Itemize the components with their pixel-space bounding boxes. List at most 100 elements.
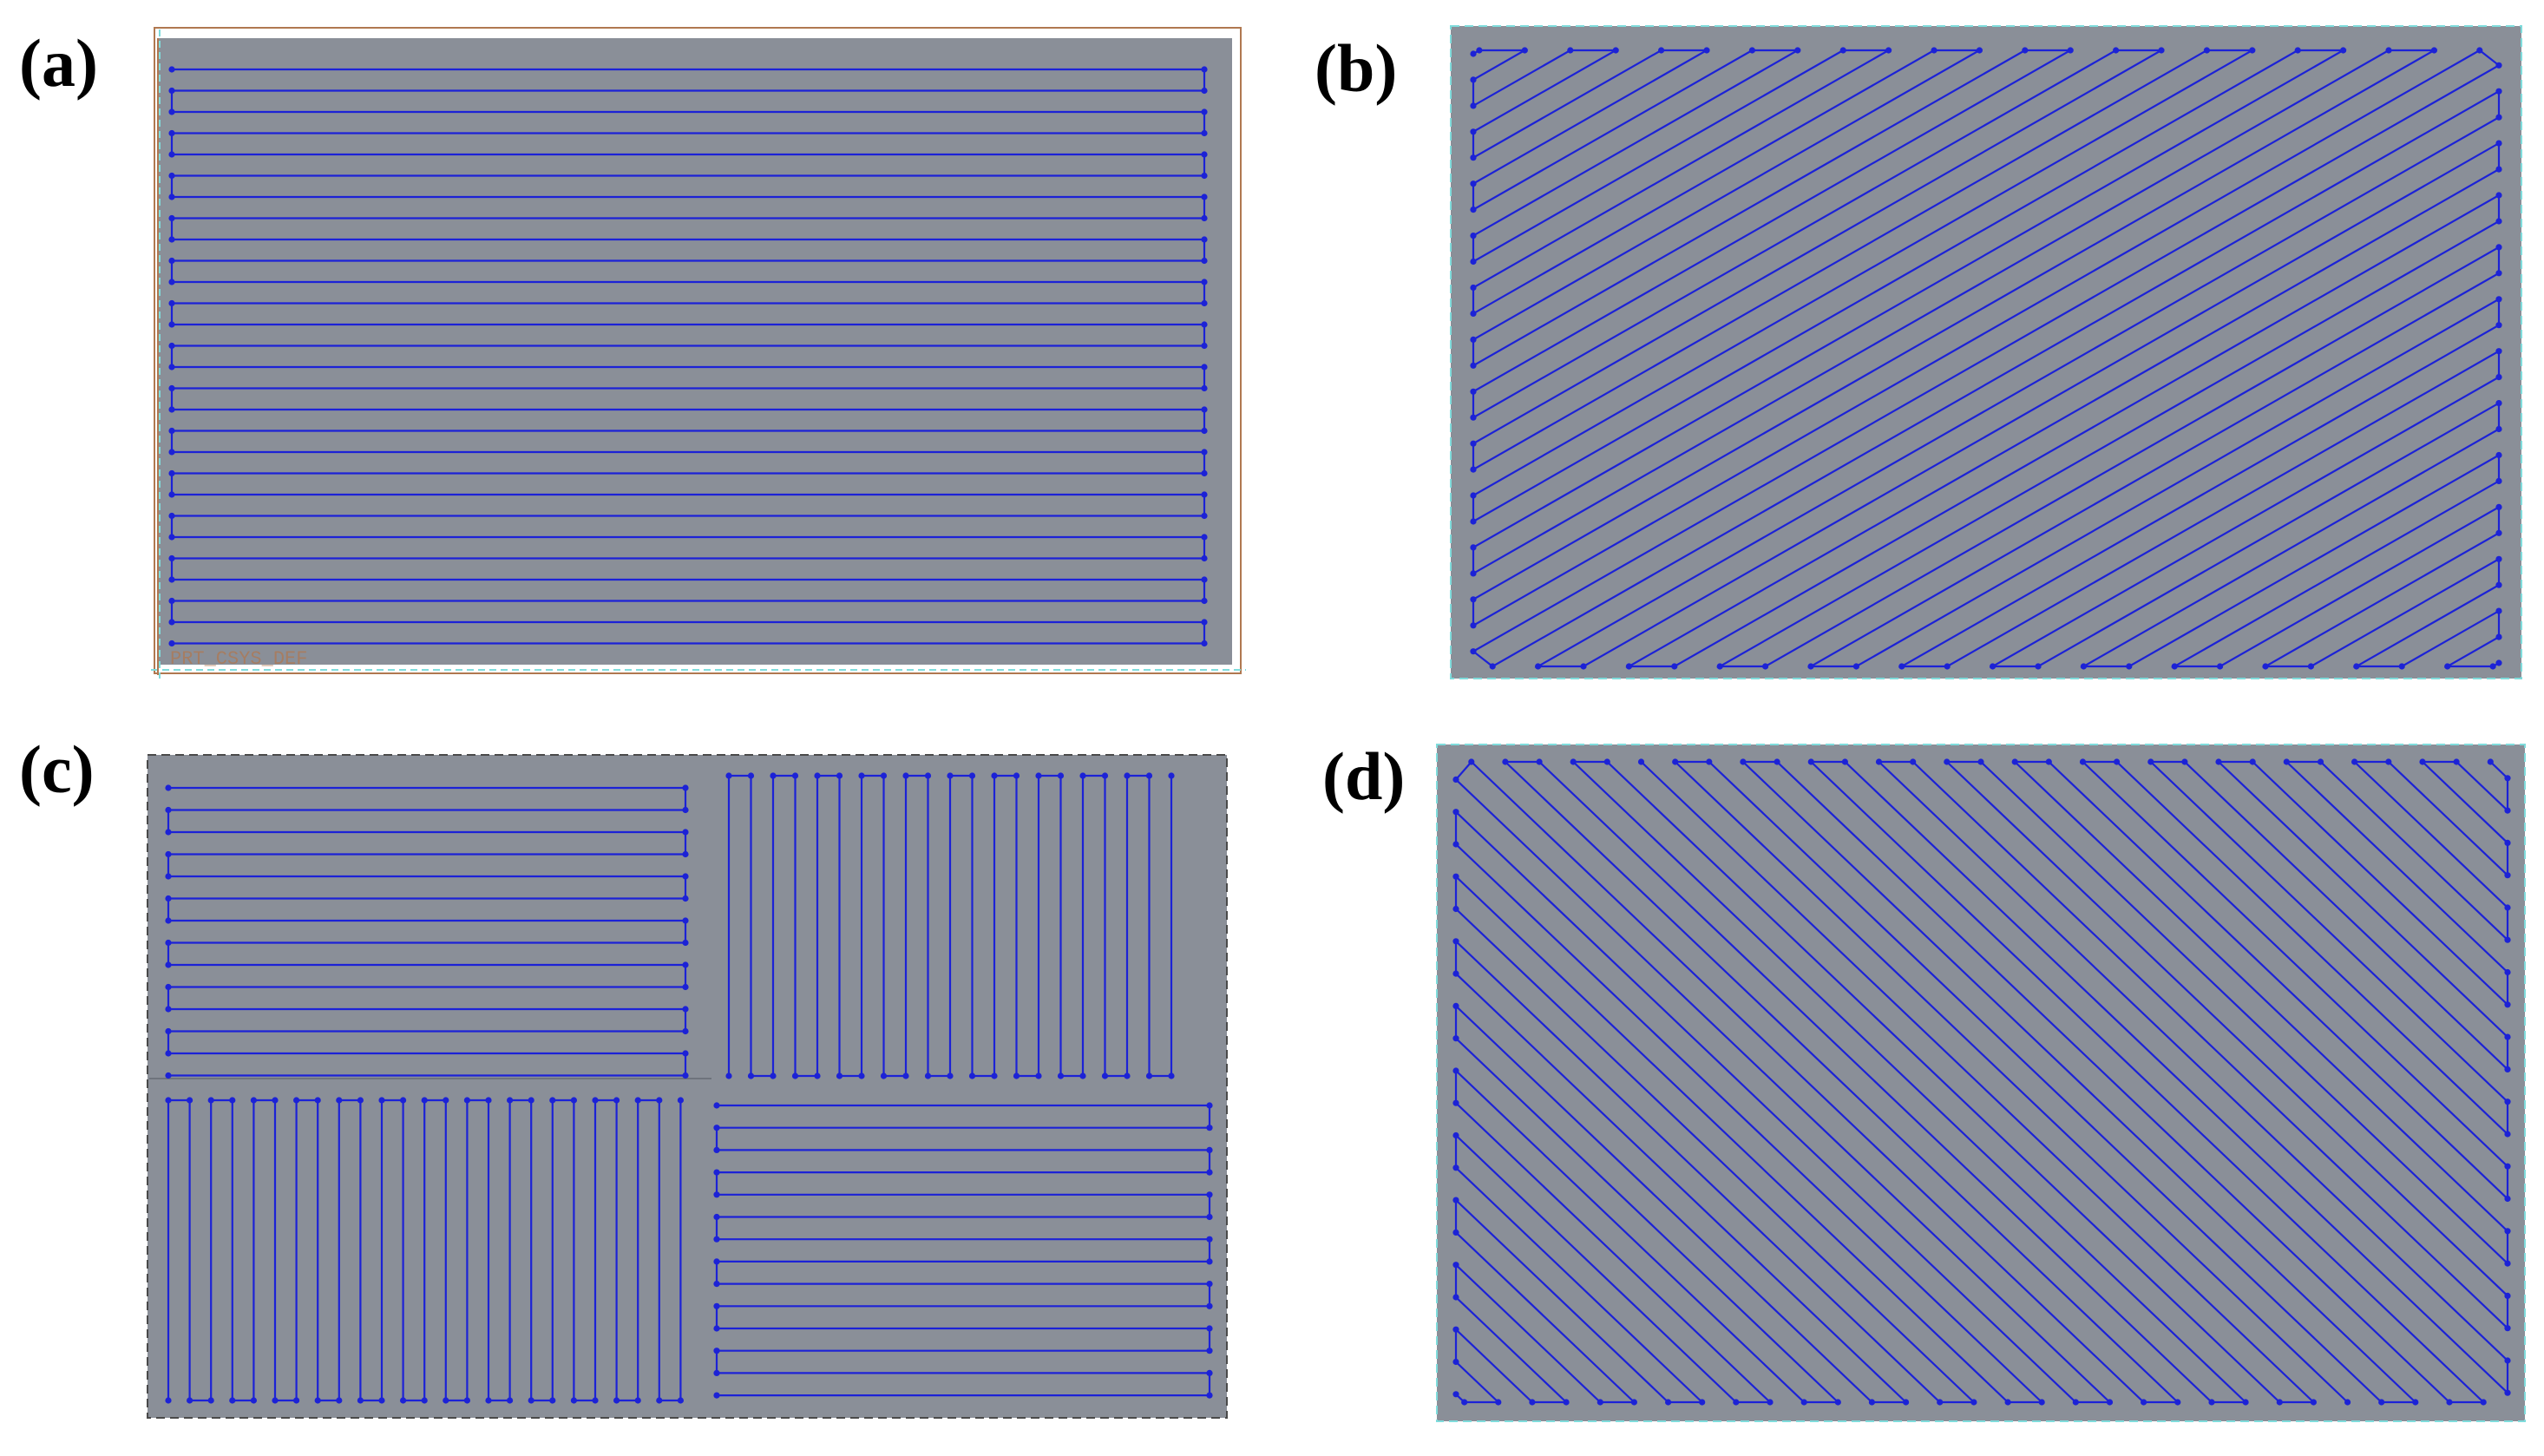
path-node	[1201, 151, 1208, 158]
path-node	[2215, 758, 2222, 765]
toolpath-nodes	[168, 66, 1208, 647]
path-node	[2242, 1399, 2249, 1406]
path-node	[463, 1397, 470, 1404]
path-node	[1206, 1191, 1213, 1198]
path-node	[2489, 663, 2496, 670]
path-node	[1733, 1399, 1740, 1406]
toolpath-bottom-left	[167, 1099, 682, 1402]
path-node	[2004, 1399, 2011, 1406]
path-node	[1470, 570, 1477, 577]
path-node	[814, 772, 821, 779]
path-node	[770, 772, 777, 779]
path-node	[165, 806, 172, 814]
panel-c-toolpath-diagram	[147, 754, 1228, 1419]
path-node	[2504, 968, 2511, 976]
path-node	[2276, 1399, 2283, 1406]
path-node	[1470, 233, 1477, 239]
path-node	[592, 1397, 599, 1404]
build-plate	[1436, 744, 2526, 1422]
path-node	[2344, 1399, 2351, 1406]
path-node	[677, 1397, 685, 1404]
path-node	[165, 895, 172, 902]
path-node	[2495, 166, 2502, 173]
path-node	[713, 1169, 720, 1176]
path-node	[2504, 839, 2511, 846]
path-node	[1470, 492, 1477, 499]
path-node	[1944, 663, 1951, 670]
path-node	[400, 1097, 407, 1104]
path-node	[2022, 47, 2029, 54]
path-node	[2294, 47, 2301, 54]
path-node	[168, 299, 175, 307]
path-node	[165, 1006, 172, 1013]
path-node	[1521, 47, 1528, 54]
path-node	[1470, 154, 1477, 161]
path-node	[168, 66, 175, 73]
path-node	[2444, 663, 2451, 670]
path-node	[1206, 1302, 1213, 1309]
path-node	[1671, 663, 1678, 670]
path-node	[2340, 47, 2347, 54]
path-node	[2504, 1131, 2511, 1138]
path-node	[1452, 1002, 1459, 1009]
path-node	[1206, 1325, 1213, 1332]
path-node	[1013, 772, 1020, 779]
path-node	[1201, 66, 1208, 73]
path-node	[1767, 1399, 1774, 1406]
path-node	[1201, 108, 1208, 115]
path-node	[1470, 362, 1477, 369]
path-node	[1470, 596, 1477, 603]
path-node	[1013, 1072, 1020, 1079]
path-node	[2504, 1228, 2511, 1235]
path-node	[168, 534, 175, 541]
path-node	[2504, 1033, 2511, 1040]
path-node	[2495, 607, 2502, 614]
path-node	[485, 1097, 492, 1104]
path-node	[165, 1027, 172, 1035]
path-node	[1937, 1399, 1944, 1406]
path-node	[1470, 544, 1477, 551]
path-node	[1168, 1072, 1175, 1079]
path-node	[507, 1097, 514, 1104]
path-node	[165, 917, 172, 924]
path-node	[2504, 904, 2511, 911]
path-node	[2495, 503, 2502, 511]
path-node	[1794, 47, 1801, 54]
path-node	[2495, 140, 2502, 147]
path-node	[443, 1097, 449, 1104]
path-node	[1489, 663, 1496, 670]
path-node	[968, 1072, 976, 1079]
path-node	[2495, 425, 2502, 433]
path-node	[1535, 663, 1542, 670]
path-node	[1470, 440, 1477, 447]
path-node	[1201, 512, 1208, 520]
path-node	[1470, 518, 1477, 525]
path-node	[1603, 758, 1610, 765]
path-node	[1834, 1399, 1841, 1406]
path-node	[2504, 1260, 2511, 1267]
path-node	[1452, 1262, 1459, 1269]
path-node	[165, 983, 172, 991]
path-node	[2378, 1399, 2385, 1406]
path-node	[421, 1097, 428, 1104]
path-node	[1201, 129, 1208, 137]
path-node	[1452, 1391, 1459, 1398]
outer-frame	[154, 27, 1242, 674]
path-node	[168, 639, 175, 647]
path-node	[682, 1050, 689, 1057]
path-node	[168, 214, 175, 222]
panel-b-label: (b)	[1315, 30, 1398, 106]
path-node	[1470, 50, 1477, 57]
path-node	[2310, 1399, 2317, 1406]
path-node	[549, 1397, 556, 1404]
path-node	[2035, 663, 2042, 670]
path-node	[2504, 1325, 2511, 1332]
path-node	[1703, 47, 1710, 54]
path-node	[1970, 1399, 1977, 1406]
path-node	[1740, 758, 1747, 765]
path-node	[1625, 663, 1632, 670]
path-node	[2080, 663, 2087, 670]
path-node	[168, 321, 175, 328]
path-node	[1468, 758, 1475, 765]
path-node	[2203, 47, 2210, 54]
